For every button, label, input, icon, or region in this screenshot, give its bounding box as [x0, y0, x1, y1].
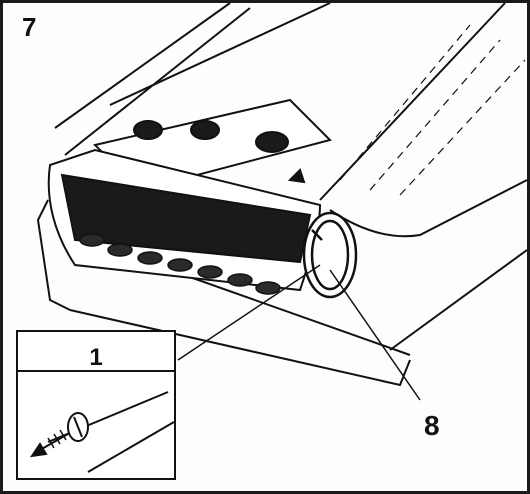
inset-number: 1 [89, 344, 103, 371]
end-cap [302, 211, 358, 299]
inset-header: 1 [18, 332, 174, 372]
callout-number: 8 [424, 410, 440, 441]
leader-line-8 [329, 269, 421, 401]
step-number: 7 [22, 12, 37, 42]
leader-lines [177, 264, 421, 401]
device-body [54, 2, 528, 356]
inset-edge-bottom [87, 421, 174, 473]
dial-3-icon [255, 131, 289, 153]
inset-edge-top [47, 391, 169, 443]
inset-illustration [29, 391, 174, 473]
surface-dashes [339, 24, 526, 196]
arrow-marker-icon [287, 168, 306, 184]
leader-line-inset [177, 264, 321, 361]
dial-1-icon [133, 120, 163, 140]
slot-row [79, 233, 281, 295]
inset-detail: 1 [16, 330, 176, 480]
dial-2-icon [190, 120, 220, 140]
arrow-left-icon [29, 429, 69, 458]
